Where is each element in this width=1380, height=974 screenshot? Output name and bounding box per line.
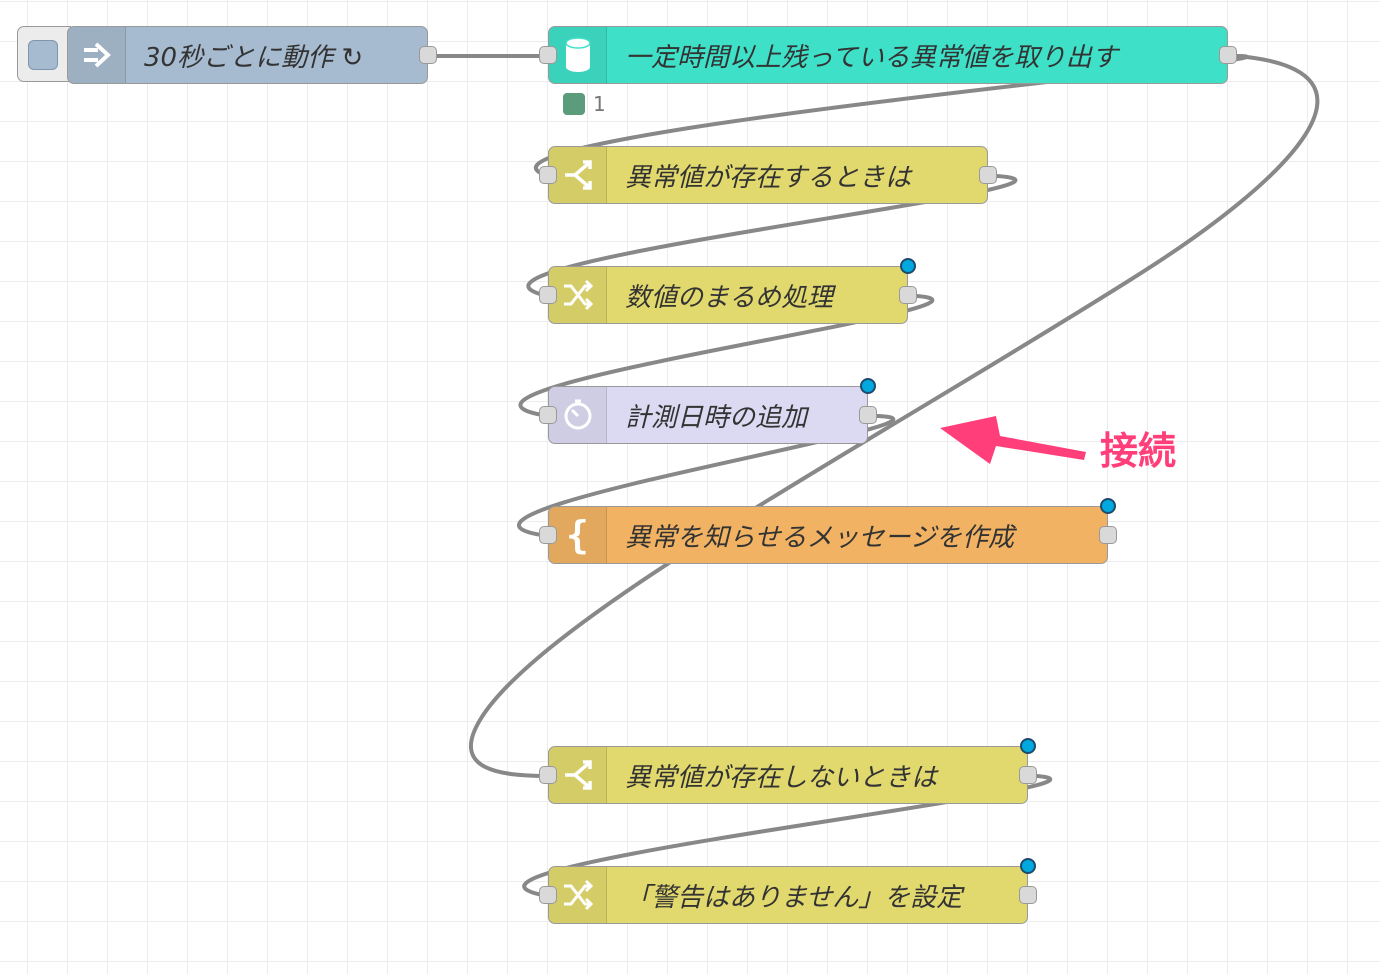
node-label: 30秒ごとに動作 ↻ bbox=[144, 42, 364, 73]
node-label: 一定時間以上残っている異常値を取り出す bbox=[625, 42, 1118, 73]
switch-icon bbox=[549, 747, 607, 803]
wire-db-switch2 bbox=[469, 54, 1320, 778]
node-change-round[interactable]: 数値のまるめ処理 bbox=[539, 258, 917, 324]
changed-indicator bbox=[1020, 738, 1036, 754]
trigger-square-icon bbox=[28, 40, 58, 70]
node-db[interactable]: 一定時間以上残っている異常値を取り出す bbox=[539, 26, 1237, 84]
node-status: 1 bbox=[563, 92, 606, 116]
input-port[interactable] bbox=[539, 406, 557, 424]
node-label: 計測日時の追加 bbox=[625, 402, 808, 433]
node-label: 異常値が存在しないときは bbox=[625, 762, 938, 793]
node-template[interactable]: { 異常を知らせるメッセージを作成 bbox=[539, 498, 1117, 564]
output-port[interactable] bbox=[859, 406, 877, 424]
input-port[interactable] bbox=[539, 46, 557, 64]
node-label: 「警告はありません」を設定 bbox=[625, 882, 963, 913]
node-label: 異常を知らせるメッセージを作成 bbox=[625, 522, 1014, 553]
node-switch-exists[interactable]: 異常値が存在するときは bbox=[539, 146, 997, 204]
annotation-arrow bbox=[940, 416, 1086, 464]
output-port[interactable] bbox=[419, 46, 437, 64]
input-port[interactable] bbox=[539, 166, 557, 184]
output-port[interactable] bbox=[1019, 886, 1037, 904]
wire-switch1-change1 bbox=[526, 174, 1018, 298]
changed-indicator bbox=[900, 258, 916, 274]
brace-icon: { bbox=[549, 507, 607, 563]
output-port[interactable] bbox=[1099, 526, 1117, 544]
node-label: 異常値が存在するときは bbox=[625, 162, 912, 193]
input-port[interactable] bbox=[539, 766, 557, 784]
wire-datetime-template bbox=[517, 414, 896, 538]
input-port[interactable] bbox=[539, 526, 557, 544]
input-port[interactable] bbox=[539, 286, 557, 304]
node-datetime[interactable]: 計測日時の追加 bbox=[539, 378, 877, 444]
arrow-right-icon bbox=[68, 27, 126, 83]
output-port[interactable] bbox=[899, 286, 917, 304]
switch-icon bbox=[549, 147, 607, 203]
changed-indicator bbox=[1100, 498, 1116, 514]
shuffle-icon bbox=[549, 267, 607, 323]
output-port[interactable] bbox=[1019, 766, 1037, 784]
node-switch-not-exists[interactable]: 異常値が存在しないときは bbox=[539, 738, 1037, 804]
shuffle-icon bbox=[549, 867, 607, 923]
timer-icon bbox=[549, 387, 607, 443]
node-inject[interactable]: 30秒ごとに動作 ↻ bbox=[67, 26, 437, 84]
inject-trigger-button[interactable] bbox=[17, 26, 71, 82]
wire-switch2-change2 bbox=[522, 774, 1052, 898]
database-icon bbox=[549, 27, 607, 83]
annotation-label: 接続 bbox=[1100, 429, 1177, 473]
output-port[interactable] bbox=[1219, 46, 1237, 64]
status-count: 1 bbox=[593, 92, 606, 116]
wire-change1-datetime bbox=[518, 294, 935, 418]
changed-indicator bbox=[1020, 858, 1036, 874]
changed-indicator bbox=[860, 378, 876, 394]
output-port[interactable] bbox=[979, 166, 997, 184]
status-indicator bbox=[563, 93, 585, 115]
input-port[interactable] bbox=[539, 886, 557, 904]
node-change-no-warning[interactable]: 「警告はありません」を設定 bbox=[539, 858, 1037, 924]
node-label: 数値のまるめ処理 bbox=[625, 282, 834, 313]
